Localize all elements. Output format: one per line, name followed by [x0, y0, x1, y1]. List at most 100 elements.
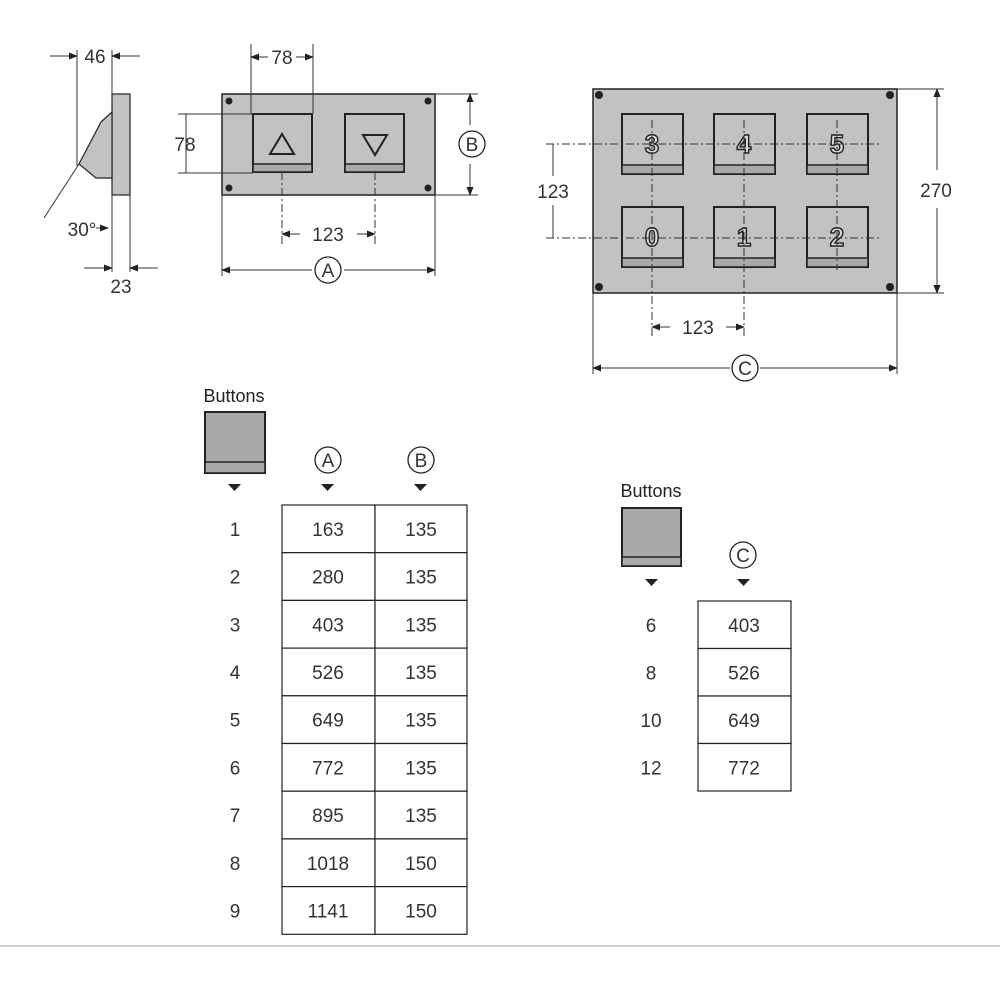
- table-row: 8 1018 150: [230, 838, 468, 888]
- cell-b: 135: [405, 758, 437, 779]
- cell-c: 526: [728, 663, 760, 684]
- cell-a: 526: [312, 663, 344, 684]
- table-ab-rows: 1 163 135 2 280 135 3 403 135 4 526 135 5 649 135 6 772 1…: [230, 504, 468, 935]
- two-panel-height-label: B: [466, 135, 479, 156]
- buttons-column-arrow-icon: [645, 579, 658, 586]
- cell-c-box: [697, 695, 792, 745]
- cell-buttons: 10: [640, 711, 661, 732]
- cell-b: 135: [405, 806, 437, 827]
- cell-b: 150: [405, 854, 437, 875]
- table-c-col-c: C: [736, 546, 750, 567]
- table-c: Buttons C 6 403 8 526 10 649 12 772: [620, 481, 792, 792]
- side-dim-angle: 30°: [68, 220, 97, 241]
- table-row: 2 280 135: [230, 552, 468, 602]
- cell-buttons: 5: [230, 711, 241, 732]
- two-panel-spacing: 123: [312, 225, 344, 246]
- cell-b-box: [374, 504, 468, 554]
- cell-a: 895: [312, 806, 344, 827]
- cell-buttons: 9: [230, 901, 241, 922]
- side-view: 46 30° 23: [43, 47, 158, 298]
- table-row: 6 403: [646, 600, 792, 650]
- two-panel-button-height: 78: [174, 135, 195, 156]
- cell-a: 403: [312, 615, 344, 636]
- side-plate: [111, 93, 131, 196]
- side-dim-top: 46: [84, 47, 105, 68]
- cell-a-box: [281, 504, 376, 554]
- up-arrow-icon: [268, 132, 296, 155]
- cell-c: 649: [728, 711, 760, 732]
- six-panel-width-label: C: [738, 359, 752, 380]
- table-row: 1 163 135: [230, 504, 468, 554]
- table-row: 12 772: [640, 742, 792, 792]
- cell-b-box: [374, 838, 468, 888]
- table-ab-col-a: A: [322, 451, 335, 472]
- cell-c: 403: [728, 616, 760, 637]
- six-panel-height: 270: [920, 181, 952, 202]
- cell-buttons: 12: [640, 758, 661, 779]
- cell-b-box: [374, 647, 468, 697]
- table-row: 3 403 135: [230, 599, 468, 649]
- cell-a-box: [281, 599, 376, 649]
- cell-b-box: [374, 742, 468, 792]
- cell-b-box: [374, 599, 468, 649]
- six-panel-vertical-spacing: 123: [537, 182, 569, 203]
- six-button-panel: 3 4 5 0 1 2: [537, 88, 952, 382]
- cell-b: 150: [405, 901, 437, 922]
- side-button-wedge: [78, 110, 113, 179]
- table-ab-col-b: B: [415, 451, 428, 472]
- cell-buttons: 8: [230, 854, 241, 875]
- up-button: [252, 113, 313, 173]
- down-arrow-icon: [361, 134, 389, 157]
- table-row: 10 649: [640, 695, 792, 745]
- table-c-buttons-label: Buttons: [620, 481, 681, 501]
- table-ab: Buttons A B 1 163 135 2 280 135 3 403 135 4 526 135…: [203, 386, 468, 935]
- col-a-arrow-icon: [321, 484, 334, 491]
- cell-a-box: [281, 552, 376, 602]
- table-row: 6 772 135: [230, 742, 468, 792]
- two-panel-width-label: A: [322, 261, 335, 282]
- cell-buttons: 6: [230, 758, 241, 779]
- cell-a: 1141: [308, 901, 349, 922]
- cell-b: 135: [405, 663, 437, 684]
- cell-b-box: [374, 790, 468, 840]
- table-row: 7 895 135: [230, 790, 468, 840]
- table-row: 4 526 135: [230, 647, 468, 697]
- cell-a: 649: [312, 711, 344, 732]
- cell-buttons: 8: [646, 663, 657, 684]
- table-row: 8 526: [646, 647, 792, 697]
- table-c-rows: 6 403 8 526 10 649 12 772: [640, 600, 792, 792]
- col-b-arrow-icon: [414, 484, 427, 491]
- cell-a: 1018: [307, 854, 349, 875]
- cell-buttons: 1: [230, 520, 241, 541]
- two-button-panel: 123 78 78 B A: [174, 44, 486, 284]
- cell-a: 280: [312, 568, 344, 589]
- cell-buttons: 2: [230, 568, 241, 589]
- cell-b-box: [374, 885, 468, 935]
- table-row: 5 649 135: [230, 695, 468, 745]
- col-c-arrow-icon: [737, 579, 750, 586]
- six-panel-horizontal-spacing: 123: [682, 318, 714, 339]
- table-ab-buttons-label: Buttons: [203, 386, 264, 406]
- down-button: [344, 113, 405, 173]
- cell-buttons: 3: [230, 615, 241, 636]
- cell-c-box: [697, 742, 792, 792]
- cell-c-box: [697, 647, 792, 697]
- cell-a: 163: [312, 520, 344, 541]
- cell-c: 772: [728, 758, 760, 779]
- cell-b: 135: [405, 711, 437, 732]
- cell-b: 135: [405, 568, 437, 589]
- cell-c-box: [697, 600, 792, 650]
- buttons-column-arrow-icon: [228, 484, 241, 491]
- cell-a-box: [281, 742, 376, 792]
- cell-b-box: [374, 695, 468, 745]
- table-row: 9 1141 150: [230, 885, 468, 935]
- cell-b: 135: [405, 615, 437, 636]
- cell-buttons: 6: [646, 616, 657, 637]
- side-dim-bottom: 23: [110, 277, 131, 298]
- two-panel-button-width: 78: [271, 48, 292, 69]
- cell-a: 772: [312, 758, 344, 779]
- cell-b: 135: [405, 520, 437, 541]
- cell-buttons: 4: [230, 663, 241, 684]
- cell-buttons: 7: [230, 806, 241, 827]
